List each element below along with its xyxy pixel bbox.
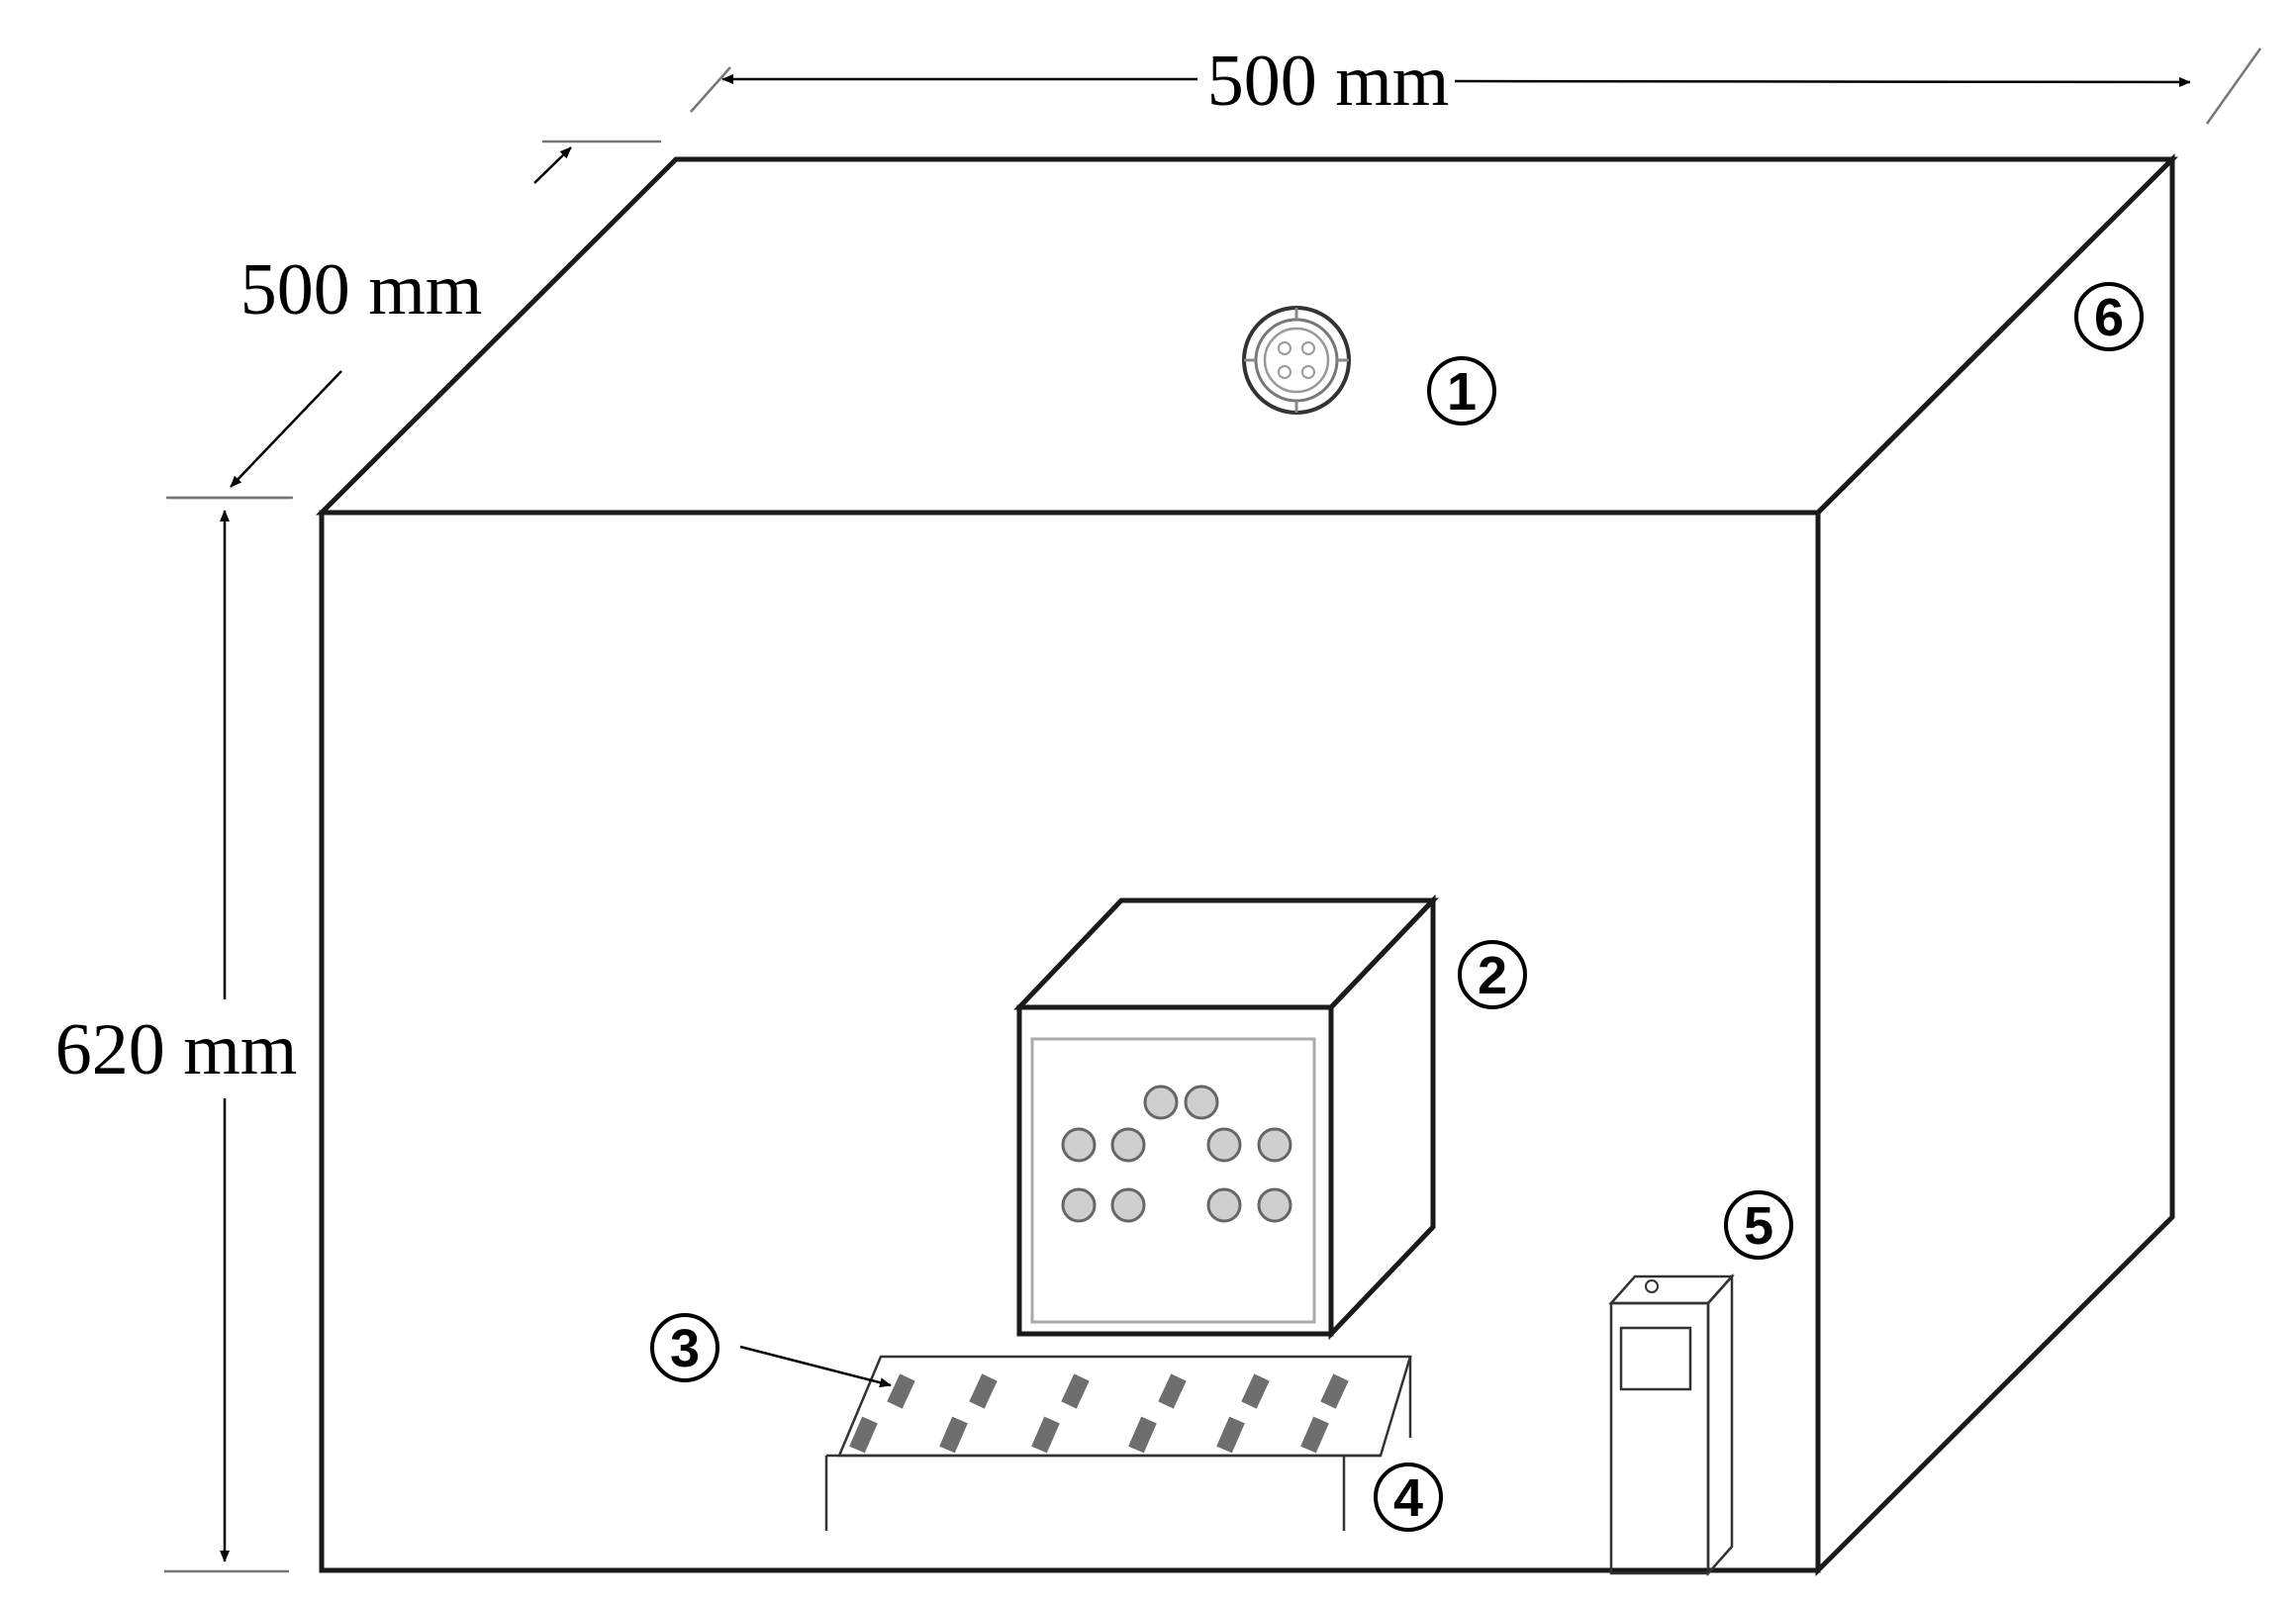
sample-slots [849, 1373, 1349, 1454]
sample-slot [1158, 1373, 1187, 1409]
led [1257, 1187, 1292, 1223]
callout-1-label: 1 [1447, 362, 1477, 422]
inner-cube [1013, 894, 1439, 1341]
depth-arrow [533, 146, 572, 184]
led [1184, 1085, 1219, 1120]
callout-3: 3 [650, 1313, 719, 1382]
chamber-box [315, 152, 2179, 1577]
chamber-front-face [319, 510, 1821, 1573]
sensor-device [1608, 1273, 1735, 1577]
width-label: 500 mm [1207, 41, 1450, 122]
sample-slot [849, 1416, 878, 1454]
sample-slot [939, 1416, 968, 1454]
led [1061, 1127, 1097, 1163]
width-dimension: 500 mm [690, 41, 2262, 125]
callout-3-arrow [739, 1345, 892, 1388]
callout-6: 6 [2074, 282, 2144, 351]
height-label: 620 mm [55, 1009, 298, 1090]
callout-4: 4 [1374, 1462, 1443, 1532]
height-dimension: 620 mm [55, 496, 298, 1573]
callout-2-label: 2 [1478, 946, 1507, 1005]
chamber-right-face [1815, 152, 2175, 1577]
callout-5-label: 5 [1744, 1196, 1773, 1256]
sample-slot [1300, 1416, 1329, 1454]
callout-2: 2 [1458, 940, 1527, 1009]
led [1143, 1085, 1179, 1120]
sample-slot [887, 1373, 915, 1409]
depth-label: 500 mm [240, 249, 483, 330]
led [1206, 1127, 1242, 1163]
led [1110, 1187, 1146, 1223]
led [1206, 1187, 1242, 1223]
sample-slot [1216, 1416, 1245, 1454]
depth-dimension: 500 mm [170, 140, 661, 500]
sample-slot [1241, 1373, 1270, 1409]
sample-slot [1128, 1416, 1157, 1454]
callout-5: 5 [1724, 1190, 1793, 1260]
ceiling-fixture [1242, 306, 1351, 415]
chamber-top-face [315, 156, 2179, 516]
callout-1: 1 [1427, 356, 1496, 425]
sensor-display [1619, 1326, 1692, 1391]
led-array [1061, 1085, 1292, 1223]
led [1061, 1187, 1097, 1223]
sample-slot [969, 1373, 998, 1409]
callout-3-label: 3 [670, 1319, 700, 1378]
sample-slot [1320, 1373, 1349, 1409]
callout-4-label: 4 [1393, 1468, 1423, 1528]
sample-tray [824, 1355, 1412, 1531]
sample-slot [1031, 1416, 1060, 1454]
led [1257, 1127, 1292, 1163]
sample-slot [1061, 1373, 1090, 1409]
led [1110, 1127, 1146, 1163]
callout-6-label: 6 [2094, 288, 2124, 347]
